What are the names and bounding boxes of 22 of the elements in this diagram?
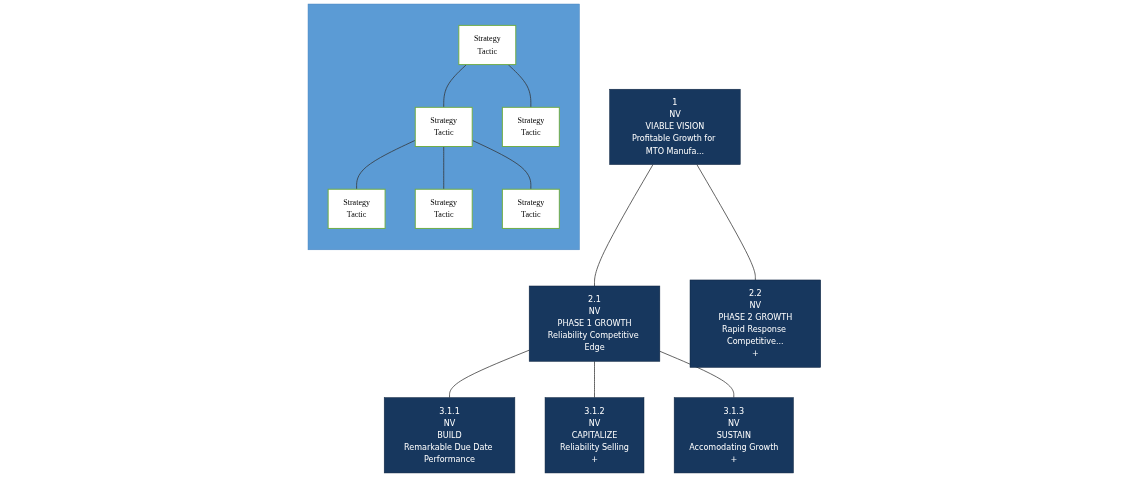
connector [356, 139, 416, 190]
node-box: Strategy Tactic [414, 106, 473, 147]
node-box: Strategy Tactic [502, 106, 560, 147]
node-box: 3.1.3 NV SUSTAIN Accomodating Growth + [674, 397, 794, 474]
connector [449, 349, 530, 398]
node-box: 2.1 NV PHASE 1 GROWTH Reliability Competitive Edge [529, 285, 661, 362]
connector [443, 64, 467, 108]
connector [443, 146, 445, 190]
node-box: 3.1.1 NV BUILD Remarkable Due Date Performance [384, 397, 516, 474]
cluster [307, 3, 580, 251]
connector [696, 164, 756, 281]
node-box: 3.1.2 NV CAPITALIZE Reliability Selling + [544, 397, 645, 474]
node-box: Strategy Tactic [327, 188, 386, 229]
connector [507, 64, 532, 108]
node-box: 1 NV VIABLE VISION Profitable Growth for MTO Manufa... [609, 88, 741, 165]
connector [594, 361, 596, 398]
node-box: 2.2 NV PHASE 2 GROWTH Rapid Response Competitive... + [689, 279, 822, 368]
connector [659, 350, 735, 398]
node-box: Strategy Tactic [414, 188, 473, 229]
connector [594, 164, 654, 287]
node-box: Strategy Tactic [458, 24, 517, 66]
node-box: Strategy Tactic [502, 188, 560, 229]
